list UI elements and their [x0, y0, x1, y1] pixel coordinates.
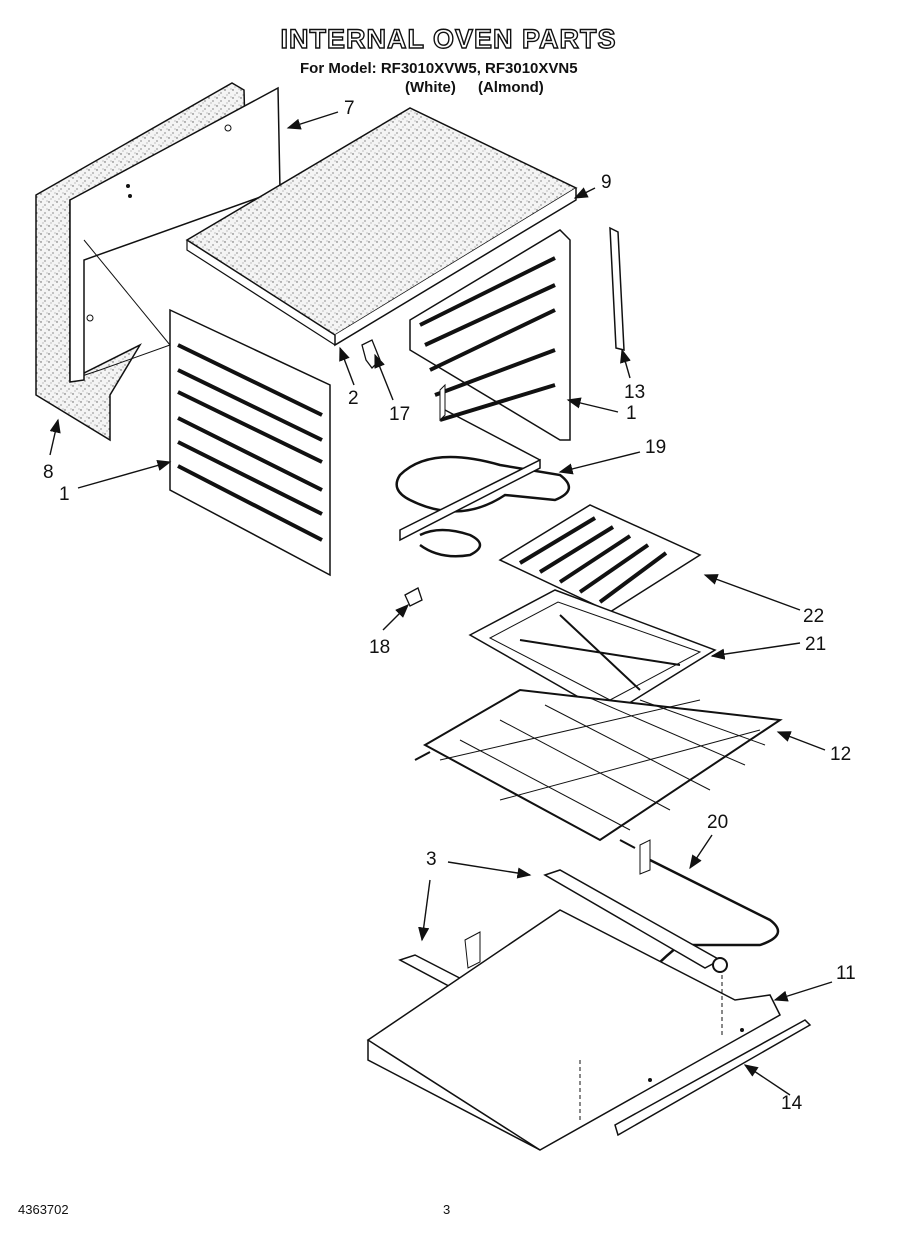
callout-13: 13	[624, 382, 646, 403]
callout-3-upper: 3	[426, 849, 437, 870]
leader-lines	[49, 111, 833, 1096]
broiler-pan-part-21	[468, 589, 717, 716]
callout-1-left: 1	[59, 484, 70, 505]
broiler-pan-grid-part-22	[498, 504, 702, 613]
callout-8: 8	[43, 462, 54, 483]
callout-19: 19	[645, 437, 667, 458]
oven-bottom-part-11	[366, 909, 781, 1151]
document-number: 4363702	[18, 1202, 69, 1217]
callout-14: 14	[781, 1093, 803, 1114]
callout-21: 21	[805, 634, 827, 655]
bracket-part-17	[361, 339, 381, 369]
page-number: 3	[443, 1202, 451, 1217]
callout-9: 9	[601, 172, 612, 193]
callout-11: 11	[836, 963, 856, 984]
rear-panel-part-7	[69, 86, 281, 383]
callout-20: 20	[707, 812, 729, 833]
callout-17: 17	[389, 404, 411, 425]
oven-side-wall-left-part-1	[169, 308, 331, 577]
callout-1-right: 1	[626, 403, 637, 424]
callout-18: 18	[369, 637, 391, 658]
callout-2: 2	[348, 388, 359, 409]
oven-rack-part-12	[414, 688, 783, 842]
callout-22: 22	[803, 606, 825, 627]
model-line: For Model: RF3010XVW5, RF3010XVN5	[300, 60, 578, 77]
model-variants: (White) (Almond)	[405, 79, 544, 96]
callout-12: 12	[830, 744, 852, 765]
front-trim-part-14	[614, 1019, 812, 1137]
side-trim-part-13	[609, 226, 625, 351]
broil-element-part-19	[395, 383, 570, 558]
bracket-part-18	[404, 587, 423, 607]
oven-side-wall-right-part-1	[409, 229, 571, 441]
callout-7: 7	[344, 98, 355, 119]
page-title: INTERNAL OVEN PARTS	[280, 23, 617, 54]
